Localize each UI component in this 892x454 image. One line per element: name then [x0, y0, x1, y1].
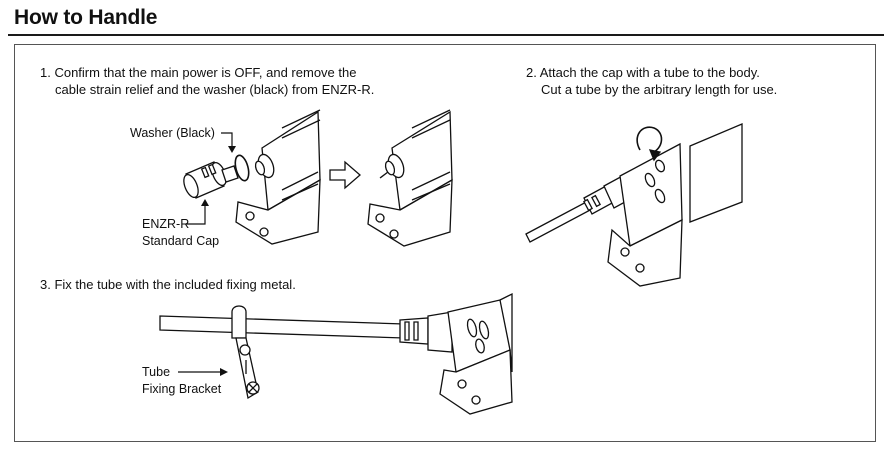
page-title: How to Handle: [14, 6, 158, 29]
step-3-tube: [160, 316, 404, 338]
standard-cap-icon: [181, 161, 238, 200]
cap-label-line-2: Standard Cap: [142, 234, 220, 248]
step-3-line-1: 3. Fix the tube with the included fixing…: [40, 277, 296, 292]
bracket-leader-arrowhead: [220, 368, 228, 376]
step-1-text: 1. Confirm that the main power is OFF, a…: [40, 64, 374, 98]
bracket-label-line-2: Fixing Bracket: [142, 382, 222, 396]
bracket-label-line-1: Tube: [142, 365, 171, 379]
step-1-line-1: 1. Confirm that the main power is OFF, a…: [40, 65, 357, 80]
washer-leader-arrowhead: [228, 146, 236, 153]
step-2-line-1: 2. Attach the cap with a tube to the bod…: [526, 65, 760, 80]
step-2-text: 2. Attach the cap with a tube to the bod…: [526, 64, 777, 98]
step-2-line-2: Cut a tube by the arbitrary length for u…: [541, 82, 778, 97]
rotation-arrow: [637, 127, 661, 152]
washer-leader-line: [221, 133, 232, 150]
title-divider: [8, 34, 884, 36]
cap-leader-arrowhead: [201, 199, 209, 206]
washer-label: Washer (Black): [130, 126, 215, 140]
cap-label-line-1: ENZR-R: [142, 217, 190, 231]
tube-fixing-bracket-icon: [232, 306, 259, 398]
instruction-panel: [14, 44, 876, 442]
step-3-text: 3. Fix the tube with the included fixing…: [40, 276, 296, 293]
washer-icon: [233, 154, 251, 182]
cap-leader-line: [186, 202, 205, 224]
step-1-line-2: cable strain relief and the washer (blac…: [55, 82, 375, 97]
